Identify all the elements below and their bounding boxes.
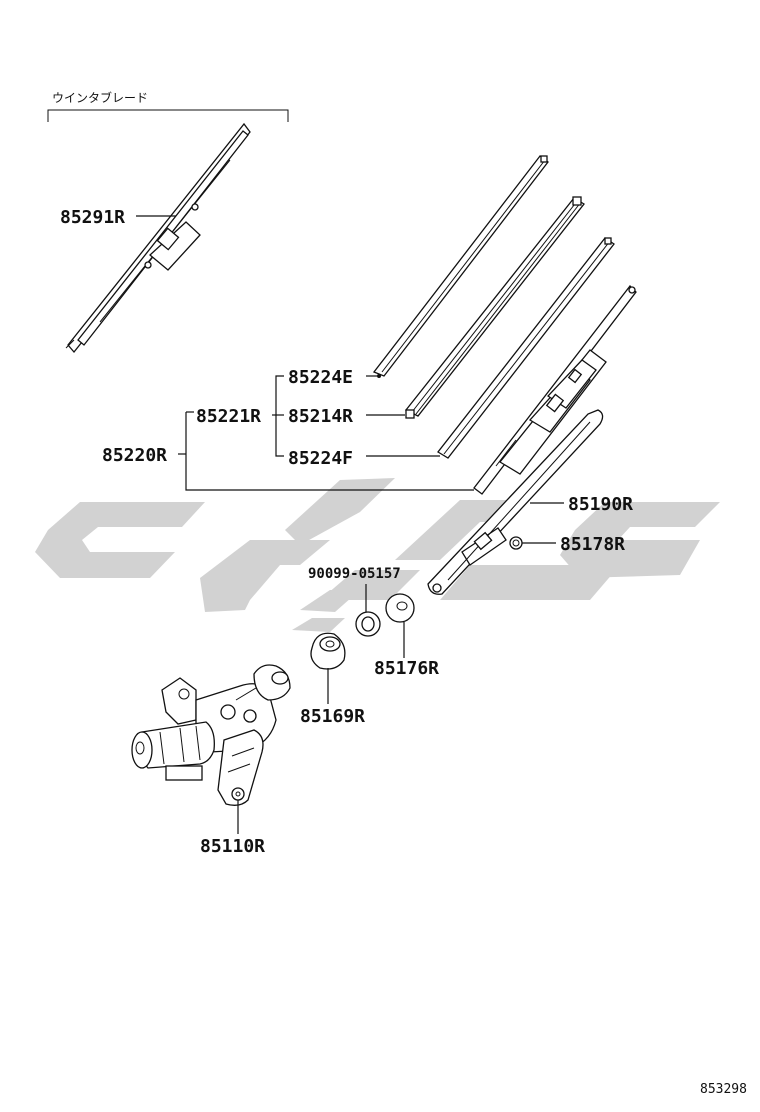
rubber-refill-lower (437, 237, 615, 459)
label-85220R: 85220R (102, 445, 167, 466)
label-85169R: 85169R (300, 706, 365, 727)
label-85291R: 85291R (60, 207, 125, 228)
label-85224E: 85224E (288, 367, 353, 388)
bracket-85220R (185, 412, 474, 491)
wiper-arm (427, 409, 604, 595)
nut (355, 611, 381, 637)
rubber-refill-upper (372, 155, 549, 377)
label-85176R: 85176R (374, 658, 439, 679)
wiper-blade-assy (473, 285, 637, 495)
rubber-refill-middle (404, 196, 585, 419)
pivot-cap (385, 593, 415, 623)
wiper-motor (131, 664, 291, 806)
watermark-logo (35, 478, 720, 632)
label-85221R: 85221R (196, 406, 261, 427)
label-85224F: 85224F (288, 448, 353, 469)
label-90099-05157: 90099-05157 (308, 566, 401, 582)
pivot-seal (310, 632, 346, 670)
arm-cap (509, 536, 523, 550)
label-85110R: 85110R (200, 836, 265, 857)
bracket-85221R (275, 375, 284, 457)
caption-bracket (47, 109, 289, 122)
winter-blade-caption: ウインタブレード (52, 90, 148, 105)
winter-wiper-blade (65, 122, 251, 354)
label-85190R: 85190R (568, 494, 633, 515)
reference-number: 853298 (700, 1082, 747, 1097)
label-85178R: 85178R (560, 534, 625, 555)
label-85214R: 85214R (288, 406, 353, 427)
